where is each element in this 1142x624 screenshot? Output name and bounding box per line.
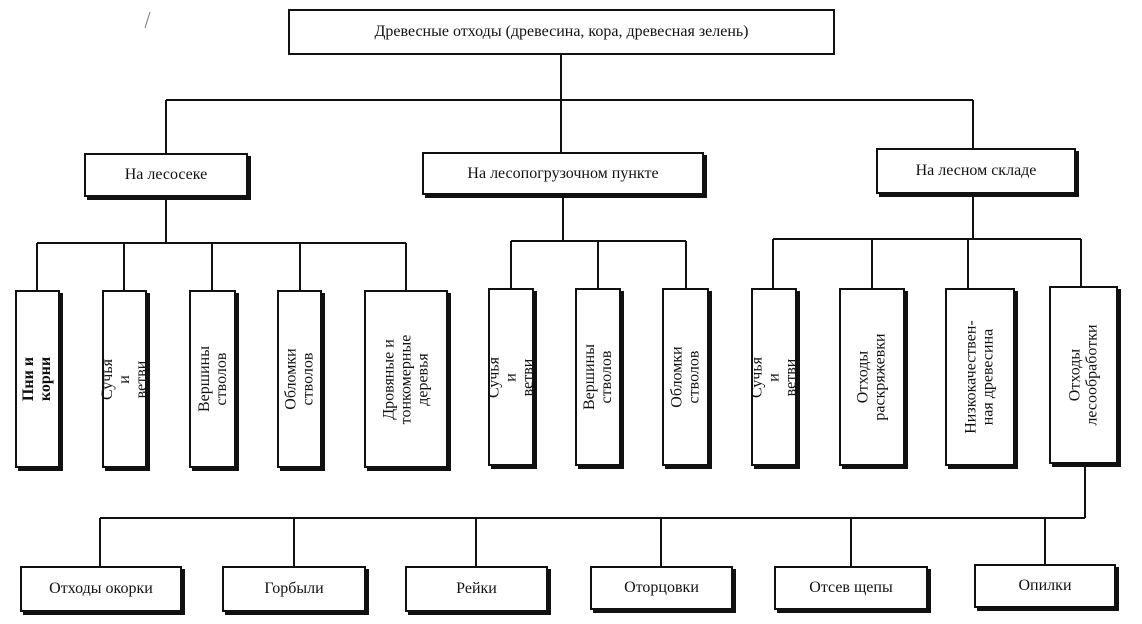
waste-felling-fragments: Обломки стволов — [277, 290, 322, 468]
waste-label: Дровяные и тонкомерные деревья — [380, 334, 432, 424]
location-label: На лесопогрузочном пункте — [467, 164, 659, 182]
location-timber-warehouse: На лесном складе — [876, 148, 1076, 194]
waste-slabs: Горбыли — [222, 566, 366, 612]
location-label: На лесосеке — [124, 166, 208, 183]
waste-firewood-small-trees: Дровяные и тонкомерные деревья — [364, 290, 448, 468]
waste-trimmings: Оторцовки — [590, 566, 733, 610]
waste-label: Обломки стволов — [282, 348, 317, 410]
waste-loading-branches: Сучья и ветви — [485, 288, 537, 466]
waste-label: Пни и корни — [20, 356, 55, 402]
waste-loading-fragments: Обломки стволов — [662, 288, 709, 466]
location-label: На лесном складе — [915, 162, 1037, 179]
root-node: Древесные отходы (древесина, кора, древе… — [288, 9, 835, 55]
processing-label: Отсев щепы — [809, 579, 893, 596]
waste-loading-tops: Вершины стволов — [575, 288, 621, 466]
waste-label: Отходы лесообработки — [1066, 324, 1101, 426]
waste-label: Отходы раскряжевки — [855, 333, 890, 421]
processing-label: Опилки — [1018, 577, 1072, 594]
waste-debarking: Отходы окорки — [20, 566, 182, 612]
processing-label: Рейки — [456, 580, 497, 597]
processing-label: Оторцовки — [624, 579, 699, 596]
location-felling-site: На лесосеке — [84, 153, 248, 197]
waste-bucking: Отходы раскряжевки — [839, 288, 905, 466]
root-label: Древесные отходы (древесина, кора, древе… — [374, 23, 749, 40]
waste-warehouse-branches: Сучья и ветви — [748, 288, 800, 466]
waste-felling-branches: Сучья и ветви — [99, 290, 150, 468]
waste-label: Вершины стволов — [581, 344, 615, 410]
waste-laths: Рейки — [405, 566, 548, 612]
processing-label: Отходы окорки — [49, 580, 153, 597]
waste-label: Сучья и ветви — [485, 356, 537, 398]
location-loading-point: На лесопогрузочном пункте — [422, 152, 704, 195]
waste-label: Вершины стволов — [195, 346, 230, 412]
waste-label: Низкокачествен- ная древесина — [963, 320, 998, 434]
waste-felling-tops: Вершины стволов — [189, 290, 236, 468]
waste-sawdust: Опилки — [974, 564, 1116, 608]
waste-low-quality-wood: Низкокачествен- ная древесина — [945, 288, 1015, 466]
waste-label: Обломки стволов — [668, 346, 703, 408]
waste-wood-processing: Отходы лесообработки — [1049, 286, 1118, 464]
processing-label: Горбыли — [264, 580, 324, 597]
waste-stumps-roots: Пни и корни — [15, 290, 60, 468]
waste-label: Сучья и ветви — [99, 358, 150, 400]
waste-label: Сучья и ветви — [748, 356, 800, 398]
waste-chip-screenings: Отсев щепы — [774, 566, 928, 610]
